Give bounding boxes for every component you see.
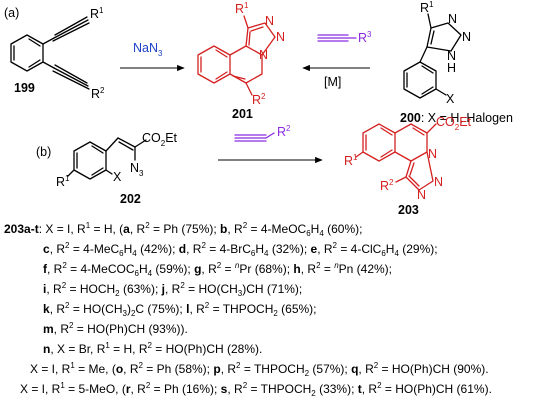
- h-atom-200: H: [447, 61, 456, 75]
- substituent-line: f, R2 = 4-MeCOC6H4 (59%); g, R2 = nPr (6…: [43, 261, 393, 278]
- n-atom-201-c: N: [259, 48, 268, 62]
- r1-label-201: R1: [235, 1, 249, 16]
- n-atom-200-c: N: [447, 49, 456, 63]
- compound-201-structure: [197, 15, 276, 96]
- n3-label-202: N3: [130, 161, 144, 178]
- compound-202-structure: [67, 137, 147, 180]
- r3-label-alkyne: R3: [358, 30, 372, 45]
- compound-201-label: 201: [232, 107, 253, 121]
- r2-label-201: R2: [252, 92, 266, 107]
- compound-199-structure: [10, 16, 90, 90]
- r2-label-203: R2: [380, 178, 394, 193]
- x-label-200: X: [446, 92, 455, 106]
- n-atom-201-a: N: [265, 14, 274, 28]
- compound-200-caption: 200: X = H, Halogen: [400, 111, 513, 125]
- substituent-line: 203a-t: X = I, R1 = H, (a, R2 = Ph (75%)…: [4, 221, 363, 238]
- part-b-label: (b): [36, 145, 51, 159]
- r1-label-199: R1: [90, 6, 104, 21]
- r1-label-202: R1: [56, 174, 70, 189]
- substituent-line: X = I, R1 = 5-MeO, (r, R2 = Ph (16%); s,…: [20, 381, 492, 398]
- n-atom-203-c: N: [417, 188, 426, 202]
- compound-199-label: 199: [14, 81, 35, 95]
- substituent-line: c, R2 = 4-MeC6H4 (42%); d, R2 = 4-BrC6H4…: [43, 241, 438, 258]
- x-label-202: X: [113, 170, 122, 184]
- nan3-reagent: NaN3: [133, 41, 163, 58]
- metal-catalyst-label: [M]: [324, 75, 341, 89]
- co2et-label-202: CO2Et: [142, 131, 178, 148]
- n-atom-203-a: N: [428, 147, 437, 161]
- part-a-label: (a): [4, 6, 19, 20]
- n-atom-203-b: N: [434, 175, 443, 189]
- substituent-line: n, X = Br, R1 = H, R2 = HO(Ph)CH (28%).: [43, 341, 263, 357]
- n-atom-200-b: N: [462, 30, 471, 44]
- r1-label-200: R1: [420, 0, 434, 15]
- compound-203-label: 203: [398, 203, 419, 217]
- compound-203-structure: [355, 123, 437, 191]
- co2et-label-203: CO2Et: [436, 115, 472, 132]
- substituent-line: i, R2 = HOCH2 (63%); j, R2 = HO(CH3)CH (…: [43, 281, 303, 298]
- terminal-alkyne-reagent-a: [317, 34, 357, 42]
- compound-202-label: 202: [120, 192, 141, 206]
- r1-label-203: R1: [344, 153, 358, 168]
- r2-label-199: R2: [91, 86, 105, 101]
- n-atom-201-b: N: [276, 30, 285, 44]
- terminal-alkyne-reagent-b: [234, 132, 275, 142]
- r2-label-alkyne: R2: [277, 124, 291, 139]
- n-atom-200-a: N: [448, 12, 457, 26]
- substituent-line: X = I, R1 = Me, (o, R2 = Ph (58%); p, R2…: [30, 361, 489, 378]
- substituent-line: k, R2 = HO(CH3)2C (75%); l, R2 = THPOCH2…: [43, 301, 317, 318]
- compound-200-structure: [403, 13, 462, 99]
- substituent-line: m, R2 = HO(Ph)CH (93%)).: [43, 321, 188, 337]
